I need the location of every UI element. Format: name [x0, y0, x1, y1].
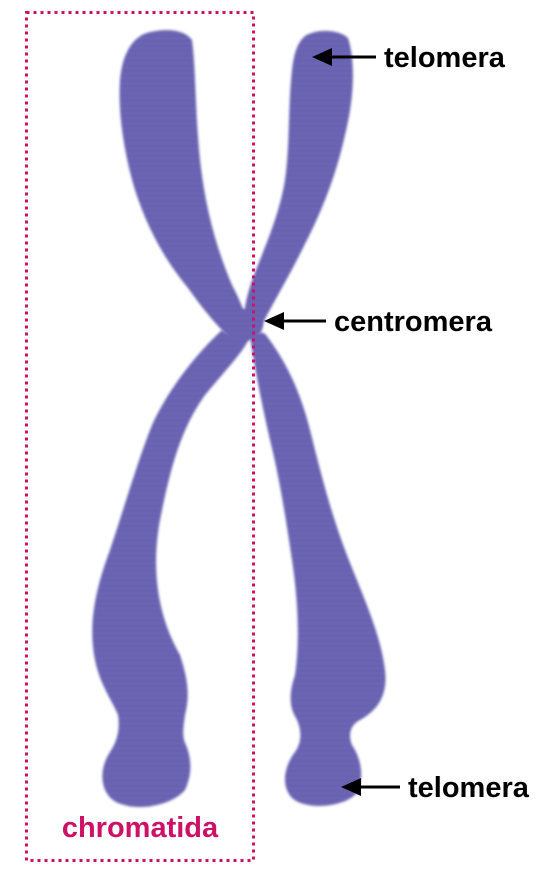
centromere-region — [223, 309, 263, 341]
centromere-label: centromera — [334, 306, 493, 338]
right-chromatid — [244, 31, 386, 806]
right-chromatid-lower-arm — [250, 333, 386, 806]
chromatid-label: chromatida — [62, 812, 219, 844]
telomere-bottom-label: telomera — [408, 772, 530, 804]
telomere-top-label: telomera — [384, 42, 506, 74]
left-chromatid-upper-arm — [120, 30, 250, 335]
left-chromatid-lower-arm — [92, 330, 250, 807]
right-chromatid-upper-arm — [244, 31, 353, 335]
left-chromatid — [92, 30, 250, 807]
centromere-arrow — [264, 312, 326, 330]
